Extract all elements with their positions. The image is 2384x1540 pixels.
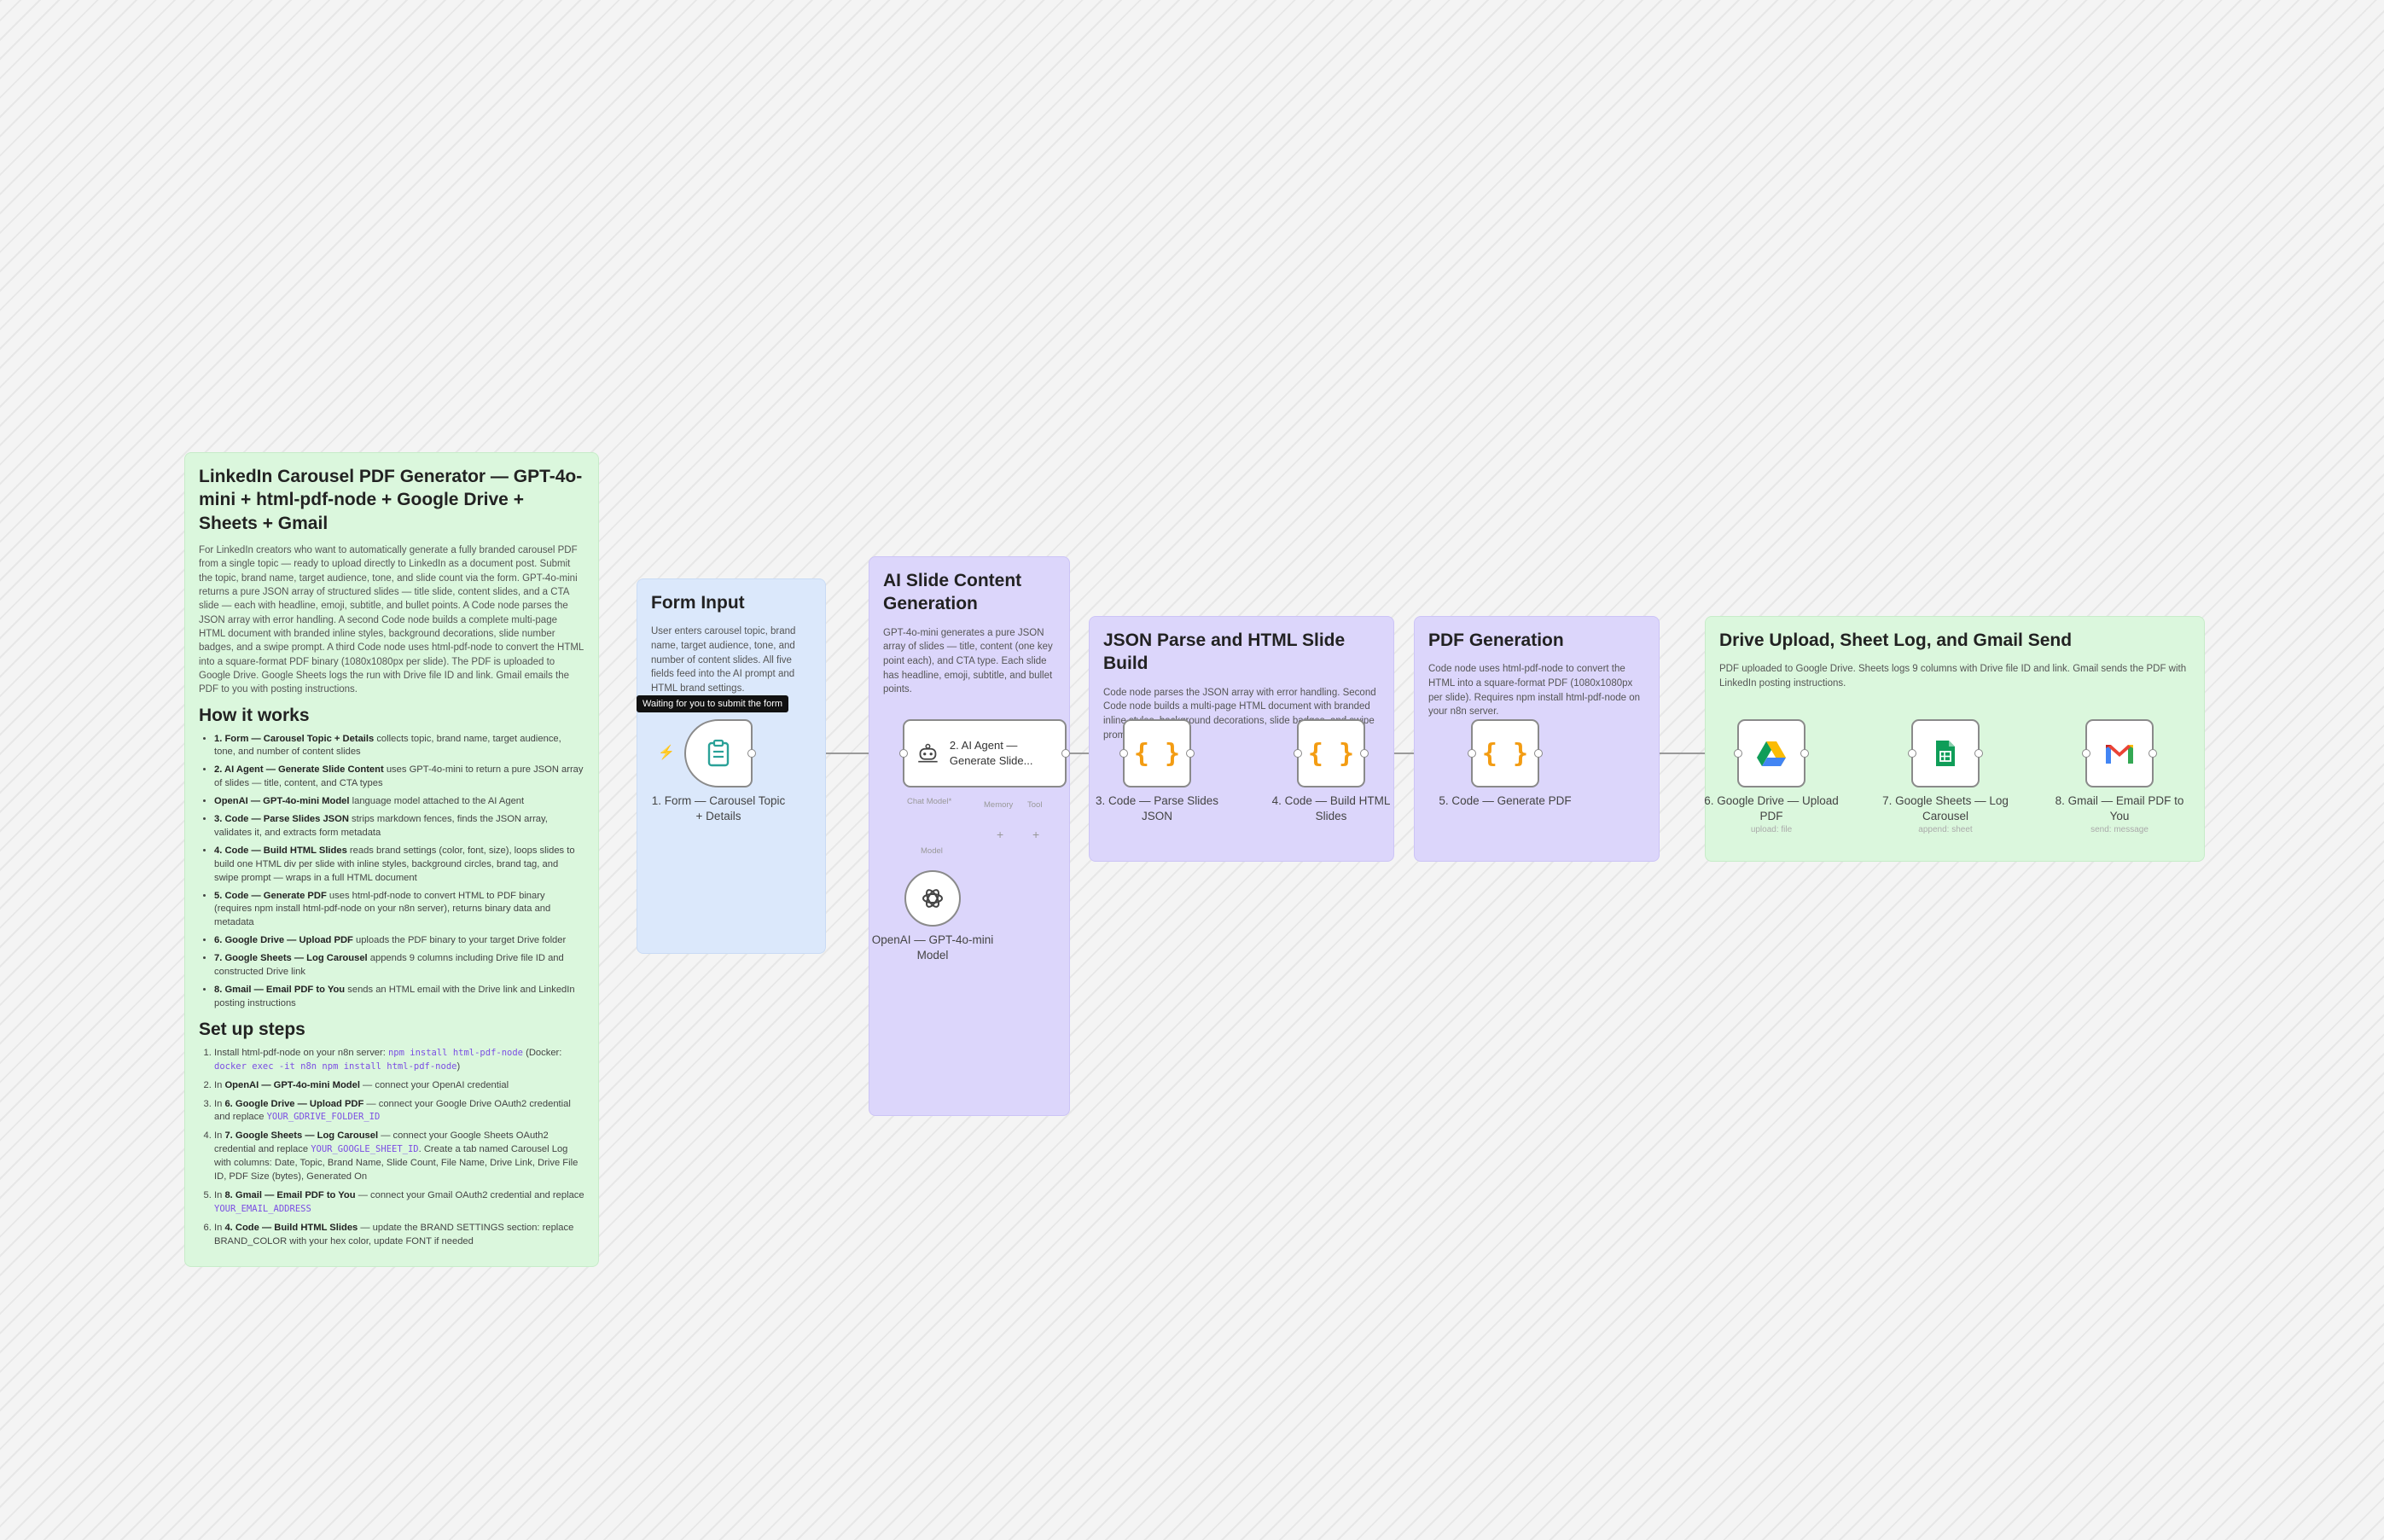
group-description: PDF uploaded to Google Drive. Sheets log…: [1719, 664, 2187, 689]
list-item: In 4. Code — Build HTML Slides — update …: [214, 1222, 584, 1249]
google-sheets-operation: append: sheet: [1918, 825, 1973, 834]
output-handle[interactable]: [1186, 749, 1195, 758]
overview-description: For LinkedIn creators who want to automa…: [199, 544, 584, 695]
list-item: In 8. Gmail — Email PDF to You — connect…: [214, 1189, 584, 1217]
form-trigger-node[interactable]: [684, 719, 756, 787]
output-handle[interactable]: [1360, 749, 1369, 758]
output-handle[interactable]: [1534, 749, 1543, 758]
parse-slides-json-node[interactable]: { }: [1119, 719, 1195, 787]
group-description: User enters carousel topic, brand name, …: [651, 626, 796, 694]
input-handle[interactable]: [1734, 749, 1742, 758]
group-title: Form Input: [651, 593, 745, 613]
code-braces-icon: { }: [1133, 738, 1181, 769]
output-handle[interactable]: [1061, 749, 1070, 758]
how-it-works-list: 1. Form — Carousel Topic + Details colle…: [199, 733, 584, 1011]
output-handle[interactable]: [1974, 749, 1983, 758]
gmail-icon: [2106, 745, 2133, 764]
memory-port-label: Memory: [984, 800, 1014, 810]
input-handle[interactable]: [1294, 749, 1302, 758]
group-title: JSON Parse and HTML Slide Build: [1103, 631, 1346, 674]
parse-slides-json-label: 3. Code — Parse Slides JSON: [1095, 794, 1219, 822]
openai-model-node[interactable]: [904, 870, 961, 927]
gmail-send-node[interactable]: [2082, 719, 2157, 787]
list-item: In 7. Google Sheets — Log Carousel — con…: [214, 1130, 584, 1184]
setup-steps-heading: Set up steps: [199, 1019, 305, 1039]
list-item: 1. Form — Carousel Topic + Details colle…: [214, 733, 584, 760]
google-sheets-log-node[interactable]: [1908, 719, 1983, 787]
generate-pdf-node[interactable]: { }: [1468, 719, 1543, 787]
list-item: OpenAI — GPT-4o-mini Model language mode…: [214, 795, 584, 809]
google-drive-icon: [1757, 741, 1786, 766]
robot-icon: [918, 743, 938, 763]
build-html-slides-label: 4. Code — Build HTML Slides: [1271, 794, 1391, 822]
ai-agent-node[interactable]: 2. AI Agent — Generate Slide...: [899, 719, 1070, 787]
trigger-bolt-icon: ⚡: [658, 746, 675, 760]
list-item: In OpenAI — GPT-4o-mini Model — connect …: [214, 1079, 584, 1093]
ai-agent-label: 2. AI Agent — Generate Slide...: [949, 739, 1033, 767]
google-drive-operation: upload: file: [1750, 825, 1793, 834]
list-item: Install html-pdf-node on your n8n server…: [214, 1047, 584, 1074]
output-handle[interactable]: [1800, 749, 1809, 758]
gmail-send-label: 8. Gmail — Email PDF to You: [2055, 794, 2184, 822]
list-item: 5. Code — Generate PDF uses html-pdf-nod…: [214, 890, 584, 931]
group-description: Code node uses html-pdf-node to convert …: [1428, 664, 1641, 718]
list-item: 7. Google Sheets — Log Carousel appends …: [214, 952, 584, 979]
list-item: In 6. Google Drive — Upload PDF — connec…: [214, 1098, 584, 1125]
list-item: 8. Gmail — Email PDF to You sends an HTM…: [214, 984, 584, 1011]
add-memory-button[interactable]: +: [997, 828, 1004, 841]
form-trigger-label: 1. Form — Carousel Topic + Details: [651, 794, 786, 822]
overview-title: LinkedIn Carousel PDF Generator — GPT-4o…: [199, 467, 583, 533]
openai-model-label: OpenAI — GPT-4o-mini Model: [871, 933, 994, 962]
group-title: Drive Upload, Sheet Log, and Gmail Send: [1719, 631, 2073, 650]
google-sheets-icon: [1936, 741, 1955, 766]
output-handle[interactable]: [747, 749, 756, 758]
group-title: PDF Generation: [1428, 631, 1564, 650]
overview-sticky-note[interactable]: LinkedIn Carousel PDF Generator — GPT-4o…: [184, 452, 599, 1267]
openai-icon: [922, 889, 943, 908]
gmail-operation: send: message: [2090, 825, 2149, 834]
input-handle[interactable]: [1119, 749, 1128, 758]
list-item: 4. Code — Build HTML Slides reads brand …: [214, 845, 584, 886]
list-item: 3. Code — Parse Slides JSON strips markd…: [214, 813, 584, 840]
waiting-form-tooltip: Waiting for you to submit the form: [637, 695, 789, 712]
how-it-works-heading: How it works: [199, 705, 310, 725]
group-description: Code node parses the JSON array with err…: [1103, 687, 1376, 741]
code-braces-icon: { }: [1307, 738, 1355, 769]
output-handle[interactable]: [2149, 749, 2157, 758]
input-handle[interactable]: [899, 749, 908, 758]
group-description: GPT-4o-mini generates a pure JSON array …: [883, 627, 1053, 695]
input-handle[interactable]: [2082, 749, 2090, 758]
list-item: 2. AI Agent — Generate Slide Content use…: [214, 764, 584, 791]
generate-pdf-label: 5. Code — Generate PDF: [1439, 794, 1572, 807]
code-braces-icon: { }: [1481, 738, 1529, 769]
group-title: AI Slide Content Generation: [883, 571, 1022, 614]
ai-slide-content-group-note[interactable]: AI Slide Content Generation GPT-4o-mini …: [869, 556, 1070, 1116]
google-sheets-log-label: 7. Google Sheets — Log Carousel: [1882, 794, 2009, 822]
input-handle[interactable]: [1908, 749, 1916, 758]
input-handle[interactable]: [1468, 749, 1476, 758]
list-item: 6. Google Drive — Upload PDF uploads the…: [214, 934, 584, 948]
google-drive-upload-label: 6. Google Drive — Upload PDF: [1704, 794, 1839, 822]
chat-model-port-label: Chat Model*: [907, 797, 952, 806]
build-html-slides-node[interactable]: { }: [1294, 719, 1369, 787]
model-port-label: Model: [921, 846, 943, 856]
clipboard-icon: [707, 739, 730, 767]
setup-steps-list: Install html-pdf-node on your n8n server…: [199, 1047, 584, 1249]
add-tool-button[interactable]: +: [1032, 828, 1040, 841]
tool-port-label: Tool: [1027, 800, 1043, 810]
google-drive-upload-node[interactable]: [1734, 719, 1809, 787]
